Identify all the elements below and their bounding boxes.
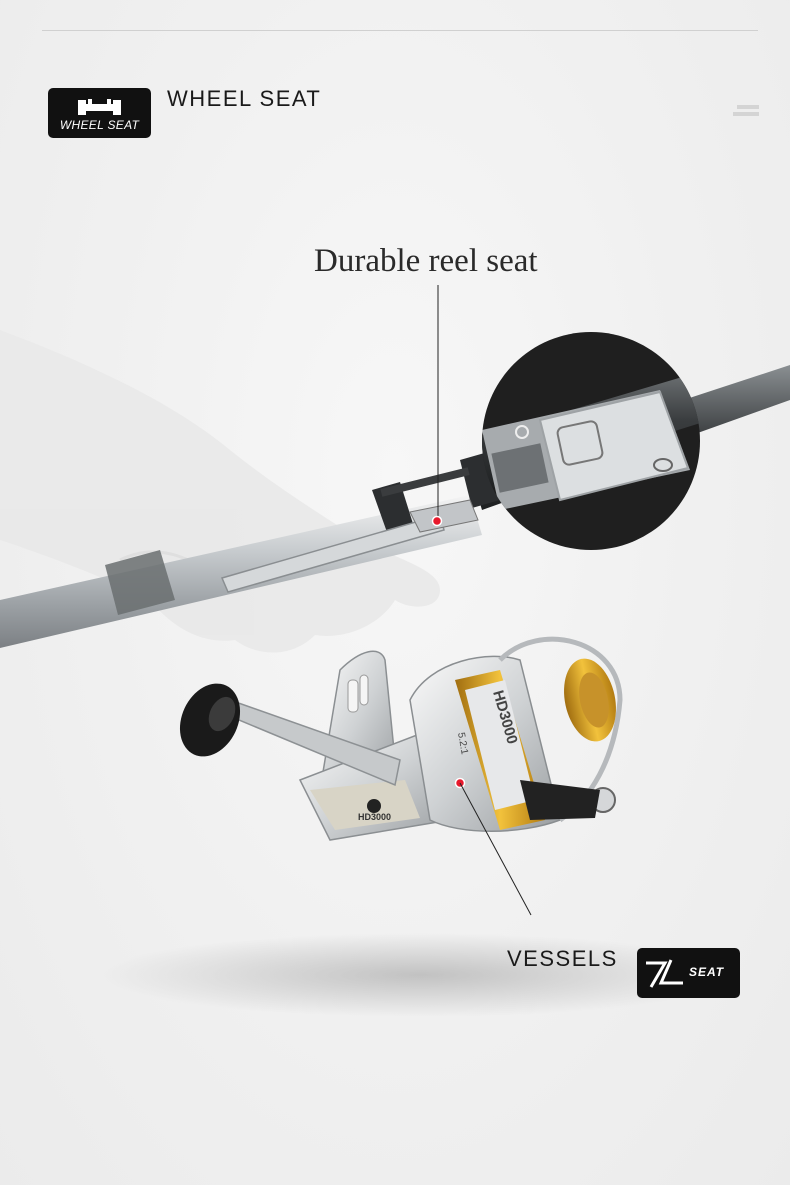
menu-icon[interactable] (733, 103, 761, 119)
seven-l-logo-icon (646, 959, 683, 988)
vessels-leader-line (459, 782, 532, 916)
wheel-seat-badge: WHEEL SEAT (48, 88, 151, 138)
badge-label: WHEEL SEAT (59, 118, 140, 132)
top-divider (42, 30, 758, 31)
fishing-rod (0, 365, 790, 648)
reel-seat-hotspot[interactable] (431, 515, 443, 527)
section-title: WHEEL SEAT (167, 86, 322, 111)
reel-seat-icon (78, 99, 121, 115)
spinning-reel: HD3000 HD3000 5.2:1 (179, 636, 623, 916)
seat-badge-label: SEAT (689, 965, 725, 979)
floor-shadow (100, 933, 740, 1017)
gear-ratio-label: 5.2:1 (455, 732, 470, 756)
vessels-label: VESSELS (507, 946, 618, 971)
body-model-label: HD3000 (358, 812, 391, 822)
seat-brand-badge: SEAT (637, 948, 740, 998)
reel-seat-callout: Durable reel seat (314, 243, 538, 279)
reel-seat-zoom-view (482, 332, 700, 550)
